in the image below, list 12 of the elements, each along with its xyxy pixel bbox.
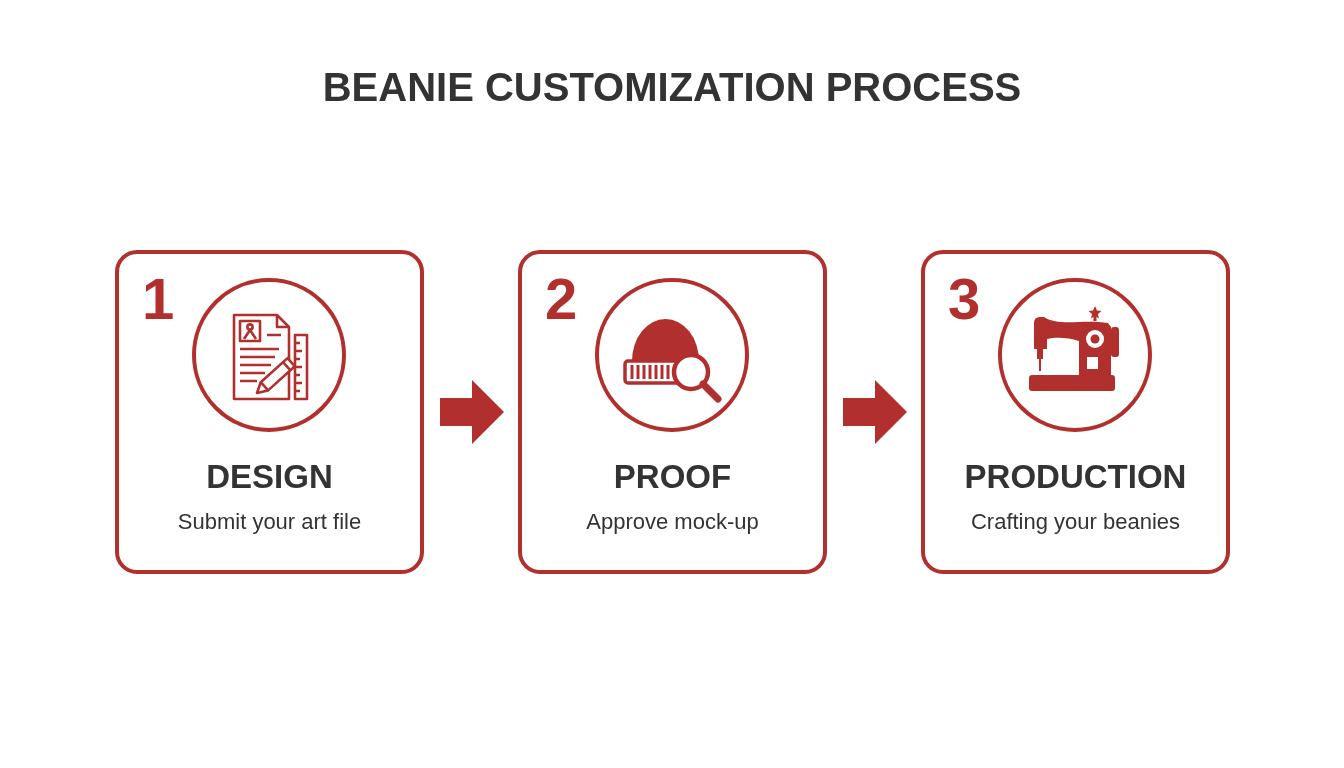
step-number: 1 (141, 266, 174, 331)
step-number: 2 (544, 266, 577, 331)
step-title: PRODUCTION (964, 458, 1186, 495)
step-number: 3 (947, 266, 980, 331)
step-title: DESIGN (205, 458, 333, 495)
arrow (439, 380, 504, 444)
step-title: PROOF (613, 458, 731, 495)
arrow (842, 380, 907, 444)
diagram-title: BEANIE CUSTOMIZATION PROCESS (322, 64, 1022, 110)
step-description: Submit your art file (177, 509, 361, 534)
step-description: Crafting your beanies (970, 509, 1180, 534)
step-description: Approve mock-up (585, 509, 759, 534)
